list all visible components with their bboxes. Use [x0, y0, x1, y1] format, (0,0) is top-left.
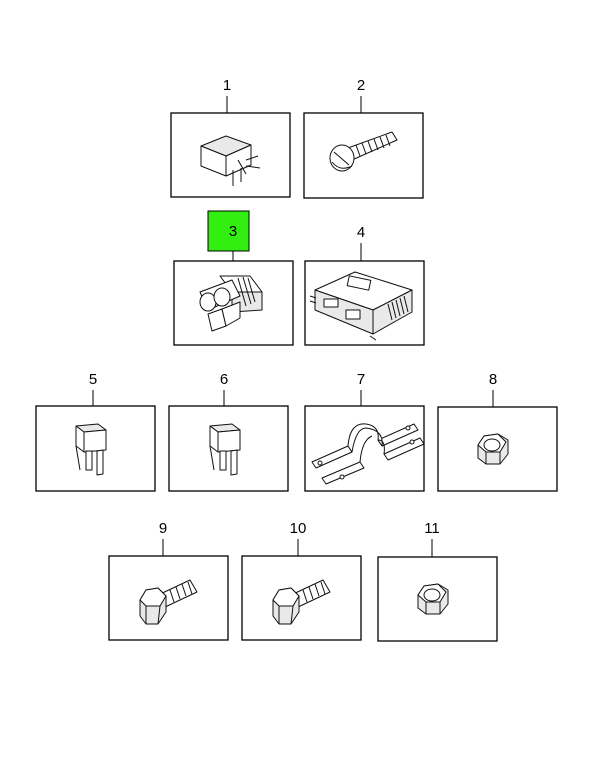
part-5[interactable]: 5 [35, 371, 156, 492]
callout-7: 7 [357, 371, 365, 388]
part-7[interactable]: 7 [304, 371, 425, 492]
part-8[interactable]: 8 [437, 371, 558, 492]
control-module-icon [309, 271, 413, 341]
part-11[interactable]: 11 [377, 520, 498, 642]
callout-9: 9 [159, 520, 167, 537]
connector-icon [199, 275, 263, 332]
part-2[interactable]: 2 [303, 77, 424, 199]
part-4[interactable]: 4 [304, 224, 425, 346]
callout-2: 2 [357, 77, 365, 94]
fuse-icon [209, 423, 241, 476]
callout-5: 5 [89, 371, 97, 388]
part-3-box [173, 260, 294, 346]
callout-4: 4 [357, 224, 365, 241]
bolt-icon [272, 579, 331, 625]
fuse-icon [75, 423, 107, 476]
part-3[interactable]: 3 [173, 210, 294, 346]
bolt-icon [139, 579, 198, 625]
callout-3-highlight [207, 210, 250, 252]
part-9[interactable]: 9 [108, 520, 229, 641]
relay-icon [200, 135, 261, 186]
part-6[interactable]: 6 [168, 371, 289, 492]
nut-icon [417, 583, 449, 615]
callout-10: 10 [290, 520, 307, 537]
bracket-icon [311, 423, 425, 485]
part-1[interactable]: 1 [170, 77, 291, 198]
callout-1: 1 [223, 77, 231, 94]
callout-3: 3 [229, 223, 237, 240]
part-2-box [303, 112, 424, 199]
screw-icon [329, 131, 398, 172]
nut-icon [477, 433, 509, 465]
part-10[interactable]: 10 [241, 520, 362, 641]
callout-8: 8 [489, 371, 497, 388]
callout-11: 11 [424, 520, 440, 537]
callout-6: 6 [220, 371, 228, 388]
